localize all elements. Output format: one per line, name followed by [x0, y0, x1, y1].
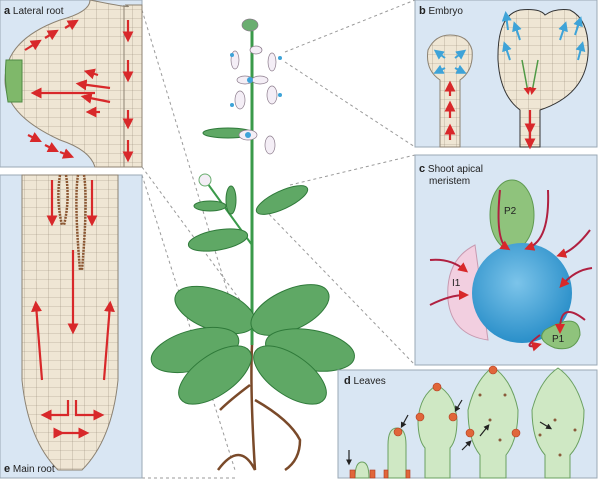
label-p1: P1 [552, 334, 565, 345]
panel-b-letter: b [419, 5, 426, 17]
label-i1: I1 [452, 278, 461, 289]
panel-leaves: d Leaves [337, 365, 598, 479]
panel-shoot-apical-meristem: c Shoot apical meristem P2 I1 P1 [414, 154, 598, 366]
panel-d-letter: d [344, 375, 351, 387]
label-p2: P2 [504, 206, 517, 217]
panel-main-root: e Main root [0, 174, 143, 479]
panel-c-letter: c [419, 163, 425, 175]
svg-text:c Shoot apical: c Shoot apical [419, 163, 483, 175]
panel-e-letter: e [4, 463, 10, 475]
svg-text:e Main root: e Main root [4, 463, 55, 475]
panel-e-title: Main root [13, 464, 55, 475]
svg-text:a Lateral root: a Lateral root [4, 5, 64, 17]
panel-lateral-root: a Lateral root [0, 0, 143, 168]
panel-a-letter: a [4, 5, 11, 17]
panel-embryo: b Embryo [414, 0, 598, 150]
panel-b-title: Embryo [429, 6, 464, 17]
svg-text:d Leaves: d Leaves [344, 375, 386, 387]
panel-a-title: Lateral root [13, 6, 64, 17]
panel-c-title-1: Shoot apical [428, 164, 483, 175]
panel-c-title-2: meristem [429, 176, 470, 187]
svg-text:b Embryo: b Embryo [419, 5, 463, 17]
arabidopsis-plant [150, 18, 355, 472]
panel-d-title: Leaves [354, 376, 386, 387]
